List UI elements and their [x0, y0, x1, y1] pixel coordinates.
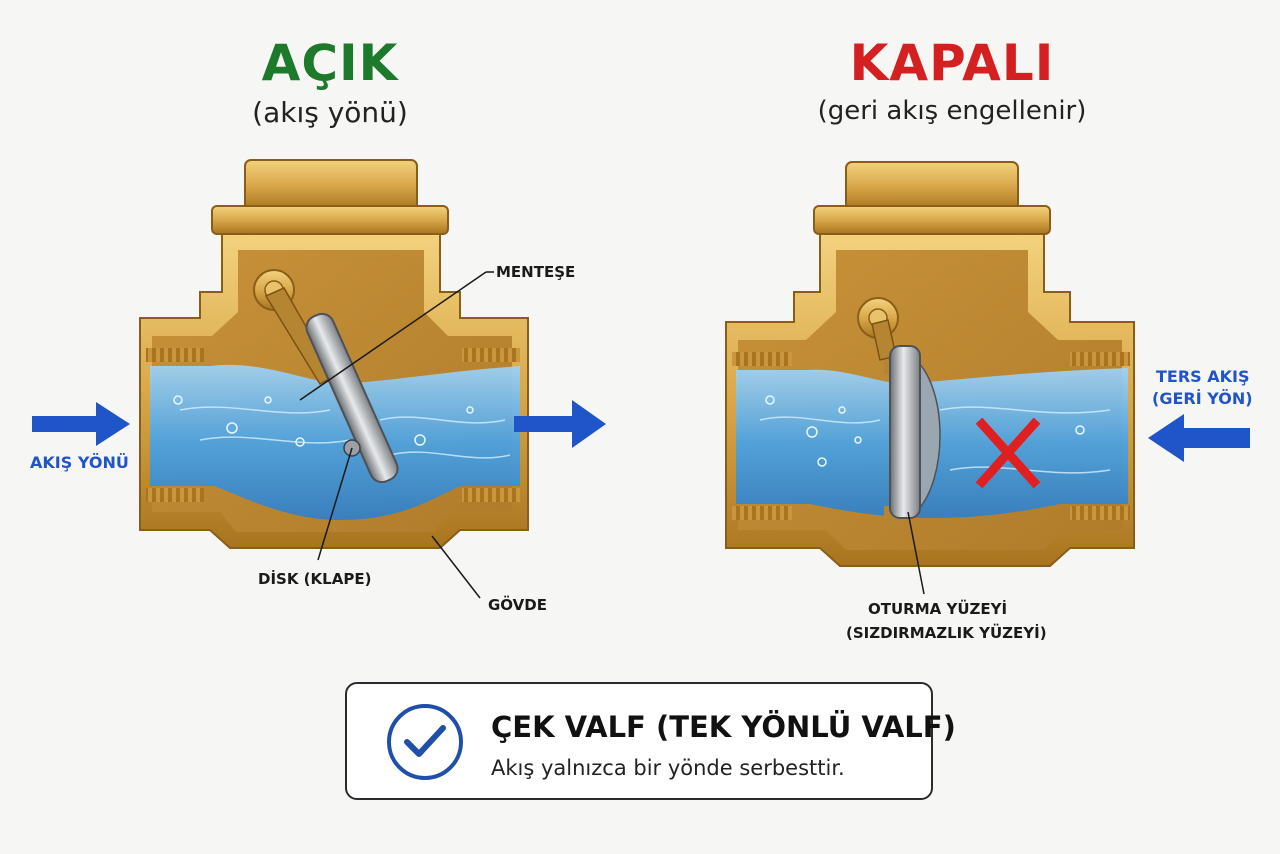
flow-arrow-in-icon	[32, 402, 130, 446]
water-bubbles	[765, 395, 1085, 467]
closed-valve: TERS AKIŞ (GERİ YÖN) OTURMA YÜZEYİ (SIZD…	[725, 161, 1253, 642]
thread-left-top	[146, 348, 204, 362]
disc-label: DİSK (KLAPE)	[258, 569, 371, 588]
summary-title: ÇEK VALF (TEK YÖNLÜ VALF)	[491, 710, 956, 744]
thread-right-bottom	[462, 488, 520, 502]
flow-arrow-out-icon	[514, 400, 606, 448]
checkmark-icon	[404, 725, 446, 757]
thread-right-top	[1070, 352, 1130, 366]
valve-cap	[845, 161, 1019, 211]
open-title: AÇIK	[261, 34, 399, 92]
valve-cap	[244, 159, 418, 211]
seat-label-line1: OTURMA YÜZEYİ	[868, 599, 1007, 618]
valve-cap-flange	[813, 205, 1051, 235]
water-bubbles	[173, 395, 474, 447]
reverse-flow-label-line1: TERS AKIŞ	[1156, 367, 1250, 386]
body-label: GÖVDE	[488, 595, 547, 614]
thread-right-top	[462, 348, 520, 362]
thread-left-bottom	[732, 506, 792, 520]
thread-left-bottom	[146, 488, 204, 502]
summary-subtitle: Akış yalnızca bir yönde serbesttir.	[491, 756, 845, 780]
hinge-label: MENTEŞE	[496, 263, 575, 281]
valve-disc	[305, 312, 399, 484]
checkmark-circle-icon	[387, 704, 463, 780]
summary-box: ÇEK VALF (TEK YÖNLÜ VALF) Akış yalnızca …	[345, 682, 956, 800]
valve-cap-flange	[211, 205, 449, 235]
valve-disc-face	[889, 345, 921, 519]
seat-label-line2: (SIZDIRMAZLIK YÜZEYİ)	[846, 623, 1047, 642]
closed-title: KAPALI	[849, 34, 1055, 92]
thread-left-top	[732, 352, 792, 366]
reverse-flow-label-line2: (GERİ YÖN)	[1152, 389, 1253, 408]
valve-disc	[915, 358, 941, 514]
water-wave-lines	[179, 406, 511, 459]
open-subtitle: (akış yönü)	[252, 96, 408, 129]
reverse-flow-arrow-icon	[1148, 414, 1250, 462]
open-valve: AKIŞ YÖNÜ MENTEŞE DİSK (KLAPE) GÖVDE	[30, 159, 606, 614]
flow-direction-label: AKIŞ YÖNÜ	[30, 453, 129, 472]
thread-right-bottom	[1070, 506, 1130, 520]
blocked-x-icon	[975, 417, 1041, 489]
closed-subtitle: (geri akış engellenir)	[817, 96, 1087, 126]
